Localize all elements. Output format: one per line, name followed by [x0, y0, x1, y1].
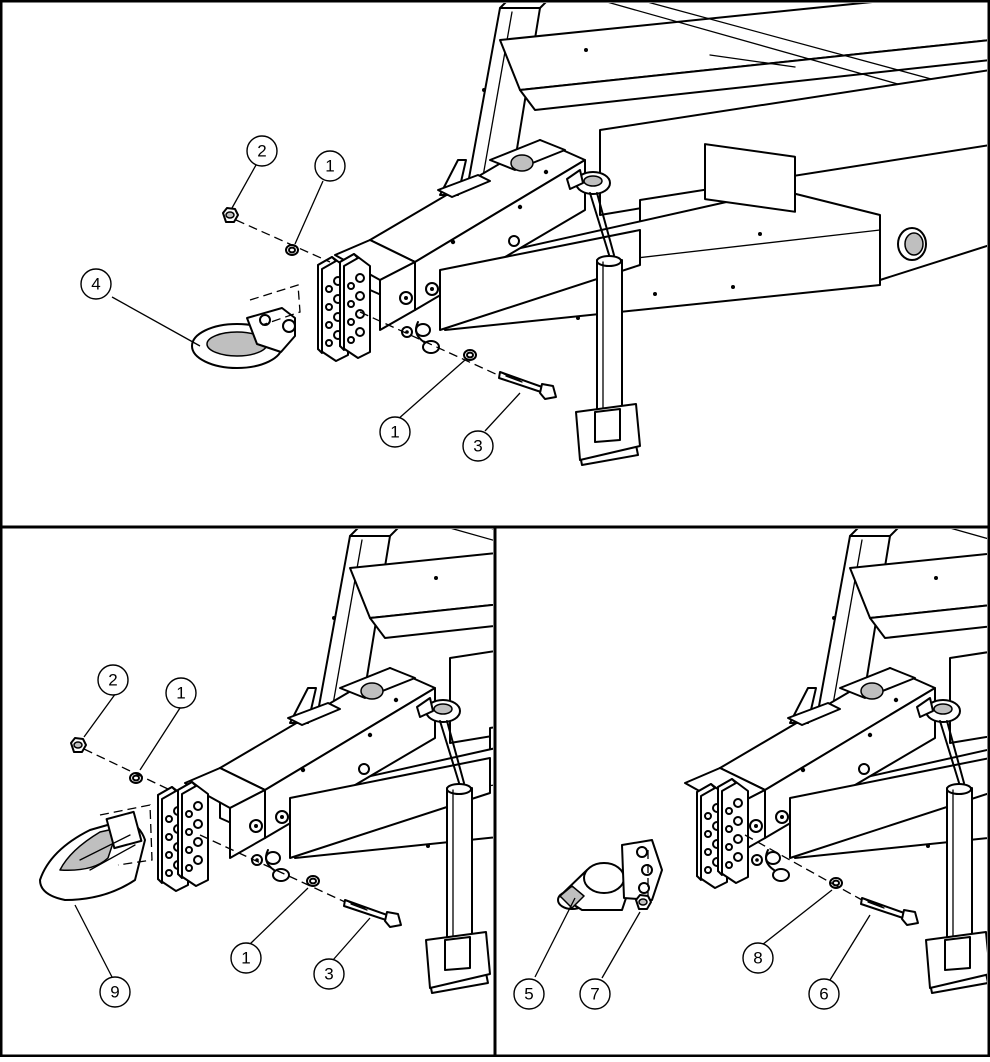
callout: 4: [80, 268, 112, 300]
callout: 5: [513, 978, 545, 1010]
callout: 1: [379, 416, 411, 448]
bolt: [343, 899, 402, 928]
callout: 7: [579, 978, 611, 1010]
callout: 8: [742, 942, 774, 974]
callout: 1: [314, 150, 346, 182]
nut: [70, 737, 87, 753]
callout-label: 5: [524, 985, 533, 1004]
callout: 2: [246, 135, 278, 167]
panel-bottom-left: 2 1 1 3 9: [39, 529, 493, 1008]
lunette-ring: [191, 307, 296, 369]
washer: [306, 875, 320, 887]
callout: 6: [808, 978, 840, 1010]
mounting-plate-rear: [717, 778, 749, 884]
bolt: [860, 897, 919, 926]
callout-label: 1: [176, 684, 185, 703]
mounting-plate-rear: [339, 253, 371, 359]
callout-label: 1: [390, 423, 399, 442]
nut: [635, 894, 652, 910]
callout-label: 9: [110, 983, 119, 1002]
panel-bottom-right: 5 7 8 6: [513, 529, 987, 1010]
callout-label: 2: [108, 671, 117, 690]
callout-label: 3: [324, 965, 333, 984]
mounting-plate-rear: [177, 781, 209, 887]
callout-label: 1: [241, 949, 250, 968]
callout-label: 1: [325, 157, 334, 176]
callout: 9: [99, 976, 131, 1008]
callout: 1: [165, 677, 197, 709]
callout-label: 6: [819, 985, 828, 1004]
callout: 3: [462, 430, 494, 462]
panel-top: 4 2 1 1 3: [80, 3, 987, 466]
callout: 3: [313, 958, 345, 990]
bolt: [498, 371, 557, 400]
callout-label: 4: [91, 275, 100, 294]
callout-label: 3: [473, 437, 482, 456]
coupler: [39, 810, 146, 901]
washer: [463, 349, 477, 361]
callout: 1: [230, 942, 262, 974]
callout: 2: [97, 664, 129, 696]
nut: [222, 207, 239, 223]
callout-label: 2: [257, 142, 266, 161]
callout-label: 7: [590, 985, 599, 1004]
callout-label: 8: [753, 949, 762, 968]
washer: [285, 244, 299, 256]
